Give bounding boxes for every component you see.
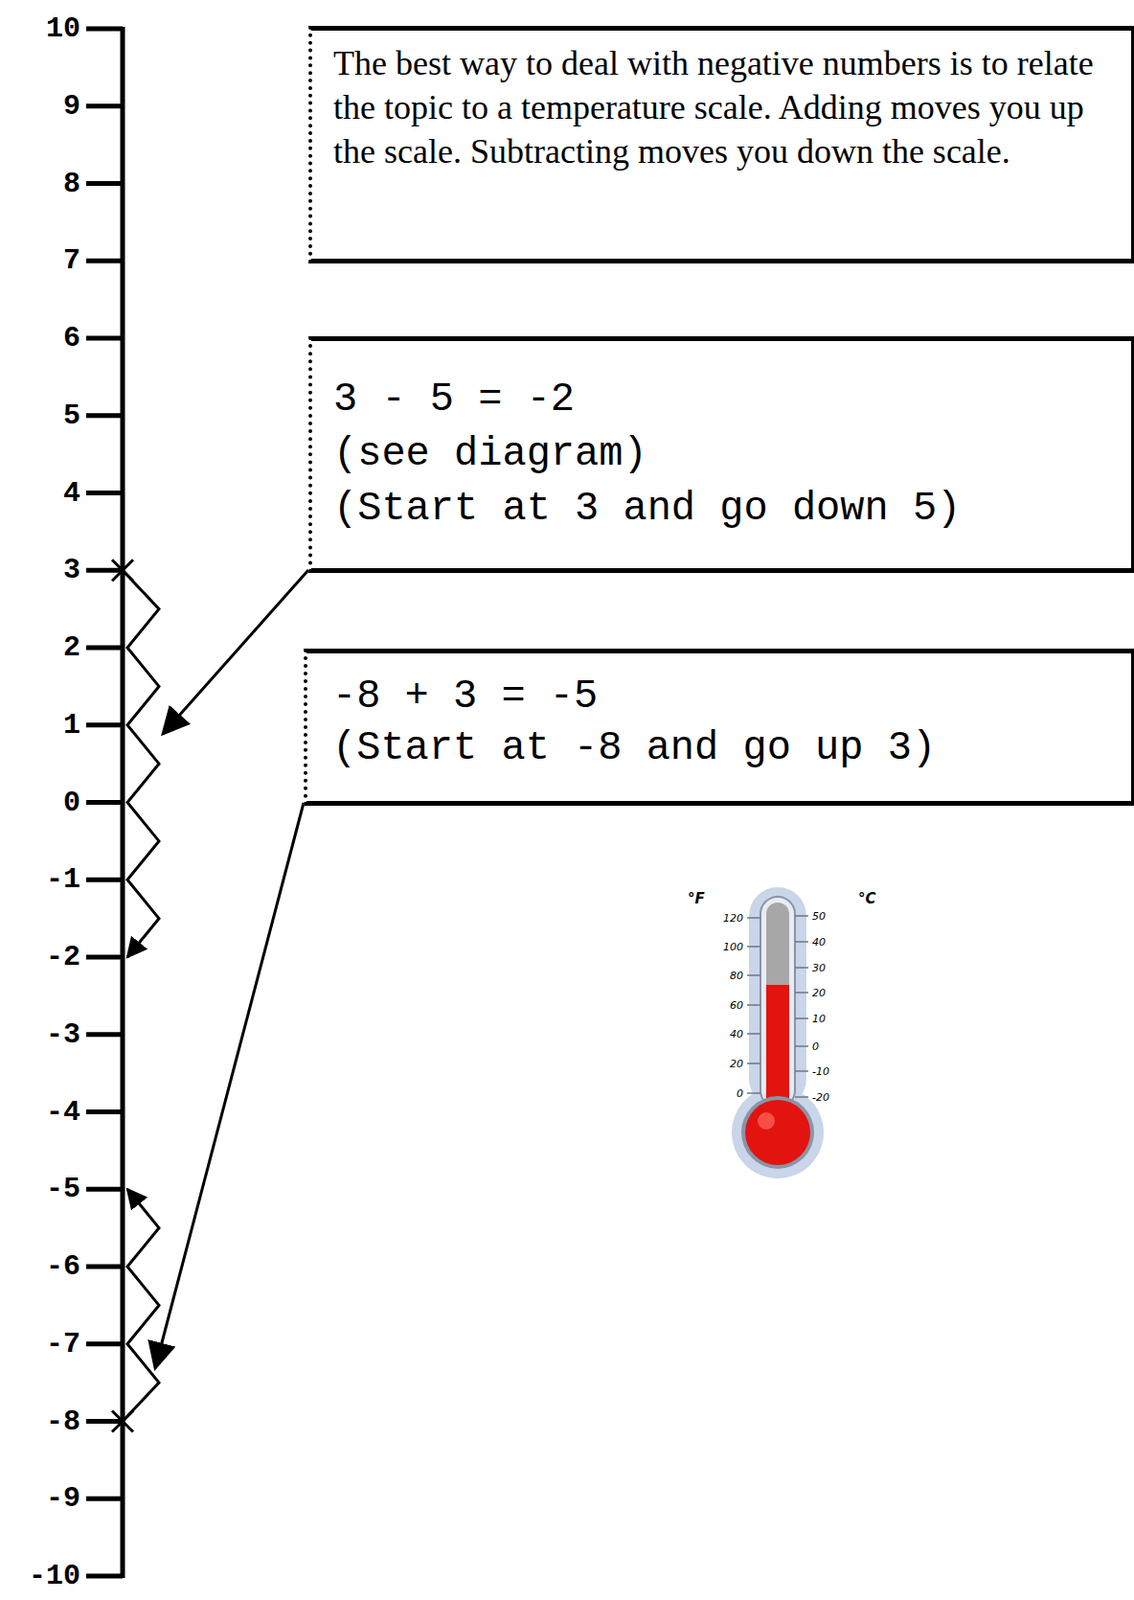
scale-number: 9	[63, 91, 81, 121]
note-text: 3 - 5 = -2	[333, 372, 1112, 428]
fahrenheit-value: 60	[729, 999, 744, 1011]
scale-number: -10	[28, 1561, 81, 1590]
scale-number: -7	[45, 1329, 81, 1359]
tick-mark	[86, 1340, 123, 1346]
tick-mark	[86, 1031, 123, 1037]
unit-label: °C	[858, 891, 877, 907]
tick-mark	[86, 26, 123, 32]
note-text: (Start at -8 and go up 3)	[332, 722, 1112, 774]
tick-mark	[86, 103, 123, 109]
tick-mark	[86, 412, 123, 418]
scale-tick	[747, 1003, 761, 1006]
thermometer-glow	[731, 1086, 824, 1179]
scale-tick	[747, 945, 761, 948]
scale-number: -2	[45, 942, 81, 972]
note-text: -8 + 3 = -5	[332, 670, 1112, 723]
scale-tick	[747, 974, 761, 976]
celsius-value: 0	[812, 1041, 819, 1052]
note-text: (see diagram)	[333, 427, 1112, 482]
tick-mark	[86, 490, 123, 496]
tick-mark	[86, 567, 123, 573]
scale-tick	[794, 1069, 809, 1072]
scale-number: 10	[45, 14, 81, 44]
scale-tick	[794, 1017, 809, 1020]
tick-mark	[86, 1186, 123, 1192]
fahrenheit-value: 40	[729, 1028, 744, 1040]
tick-mark	[86, 336, 123, 341]
scale-tick	[794, 966, 809, 969]
tick-mark	[86, 1496, 123, 1501]
scale-number: 6	[63, 323, 81, 353]
scale-number: 1	[63, 710, 81, 740]
scale-number: 0	[63, 788, 81, 817]
celsius-value: 30	[812, 962, 826, 974]
scale-number: 2	[63, 633, 81, 662]
zigzag-steps	[122, 569, 159, 957]
scale-tick	[794, 1044, 809, 1047]
fahrenheit-value: 0	[736, 1088, 744, 1099]
note-box: 3 - 5 = -2(see diagram)(Start at 3 and g…	[308, 336, 1134, 573]
fahrenheit-value: 80	[729, 970, 744, 981]
bulb-highlight	[757, 1111, 775, 1130]
thermometer-bulb	[745, 1099, 811, 1165]
tick-mark	[86, 1264, 123, 1270]
fahrenheit-value: 100	[723, 941, 744, 953]
scale-tick	[794, 1095, 809, 1098]
note-box: -8 + 3 = -5(Start at -8 and go up 3)	[303, 648, 1134, 806]
scale-tick	[794, 914, 809, 917]
unit-label: °F	[687, 891, 705, 907]
thermometer-empty	[766, 902, 790, 998]
celsius-value: 10	[812, 1013, 826, 1024]
tick-mark	[86, 1573, 123, 1579]
scale-tick	[794, 991, 809, 994]
scale-number: -4	[45, 1097, 81, 1127]
fahrenheit-value: 20	[729, 1058, 744, 1069]
note-text: (Start at 3 and go down 5)	[333, 481, 1112, 537]
leader-arrow	[155, 802, 304, 1368]
scale-tick	[747, 1032, 761, 1035]
tick-mark	[86, 1418, 123, 1424]
tick-mark	[86, 799, 123, 805]
scale-number: 7	[63, 246, 81, 275]
celsius-value: 20	[812, 987, 826, 998]
celsius-value: 40	[812, 936, 826, 948]
scale-tick	[747, 1091, 761, 1094]
scale-number: -3	[45, 1020, 81, 1049]
scale-number: 3	[63, 555, 81, 585]
thermometer-fluid	[766, 984, 790, 1110]
note-text: The best way to deal with negative numbe…	[333, 41, 1112, 174]
tick-mark	[86, 722, 123, 727]
celsius-value: -20	[812, 1091, 830, 1103]
scale-number: 5	[63, 401, 81, 431]
celsius-value: 50	[812, 910, 826, 922]
scale-number: -8	[45, 1406, 81, 1436]
tick-mark	[86, 954, 123, 960]
note-box: The best way to deal with negative numbe…	[308, 25, 1134, 264]
scale-tick	[747, 916, 761, 919]
scale-number: -5	[45, 1174, 81, 1203]
tick-mark	[86, 645, 123, 651]
zigzag-steps	[122, 1188, 159, 1421]
tick-mark	[86, 181, 123, 186]
scale-number: 4	[63, 478, 81, 508]
scale-number: -6	[45, 1251, 81, 1281]
tick-mark	[86, 877, 123, 883]
scale-tick	[794, 940, 809, 943]
scale-number: 8	[63, 169, 81, 199]
fahrenheit-value: 120	[723, 912, 744, 924]
tick-mark	[86, 1109, 123, 1114]
tick-mark	[86, 258, 123, 264]
thermometer	[731, 886, 824, 1179]
leader-arrow	[162, 569, 309, 734]
scale-number: -9	[45, 1483, 81, 1513]
scale-number: -1	[45, 864, 81, 894]
celsius-value: -10	[812, 1065, 830, 1077]
thermometer-bulb-rim	[741, 1095, 815, 1169]
scale-tick	[747, 1062, 761, 1065]
